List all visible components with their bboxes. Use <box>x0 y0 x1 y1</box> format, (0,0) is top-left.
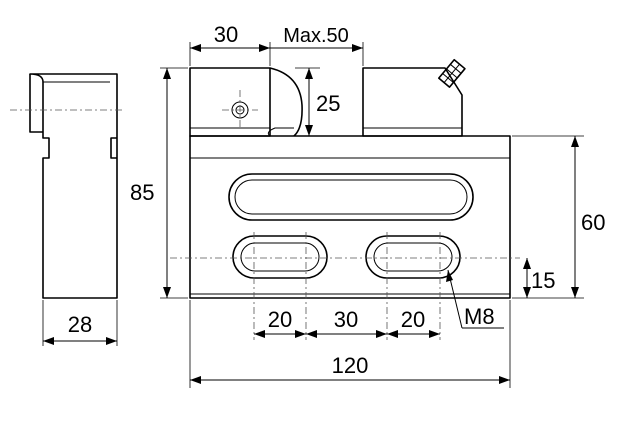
dim-60-label: 60 <box>581 210 605 235</box>
dim-28-label: 28 <box>68 312 92 337</box>
long-slot-outer <box>228 173 474 221</box>
side-view-right-notch <box>110 137 117 159</box>
dim-max-opening-label: Max.50 <box>283 25 349 47</box>
moving-jaw <box>362 67 463 137</box>
lower-slot-left-inner <box>240 242 320 272</box>
dim-15-label: 15 <box>531 268 555 293</box>
dim-20-right-label: 20 <box>401 307 425 332</box>
adjust-screw-icon <box>437 58 466 88</box>
lower-slot-right-inner <box>373 242 453 272</box>
dim-28-arrow-right <box>106 337 117 345</box>
dim-28-arrow-left <box>43 337 54 345</box>
dim-15: 15 <box>523 258 555 298</box>
dim-85-label: 85 <box>130 180 154 205</box>
front-view <box>170 58 520 340</box>
dim-30-center-label: 30 <box>334 307 358 332</box>
long-slot-inner <box>234 179 468 215</box>
dim-max-opening: Max.50 <box>270 25 364 66</box>
dim-25-label: 25 <box>316 91 340 116</box>
jaw-curve-profile <box>269 67 303 137</box>
dim-120: 120 <box>189 300 511 388</box>
side-view: 28 <box>10 73 122 346</box>
m8-label: M8 <box>464 304 495 329</box>
lower-slot-right-outer <box>365 235 461 279</box>
dim-30-top: 30 <box>189 22 271 66</box>
dim-30-top-label: 30 <box>214 22 238 47</box>
jaw-curve-inner <box>267 127 294 137</box>
m8-callout: M8 <box>446 269 504 329</box>
side-view-jaw-cap <box>29 74 43 133</box>
dim-20-left-label: 20 <box>268 307 292 332</box>
dim-120-label: 120 <box>332 353 369 378</box>
fixed-jaw <box>189 67 271 137</box>
dim-slot-spacing: 20 30 20 <box>254 307 440 338</box>
lower-slot-left-outer <box>232 235 328 279</box>
dim-25: 25 <box>295 67 340 136</box>
side-view-outline <box>29 73 118 299</box>
dim-60: 60 <box>512 135 605 299</box>
dim-85: 85 <box>130 67 188 299</box>
